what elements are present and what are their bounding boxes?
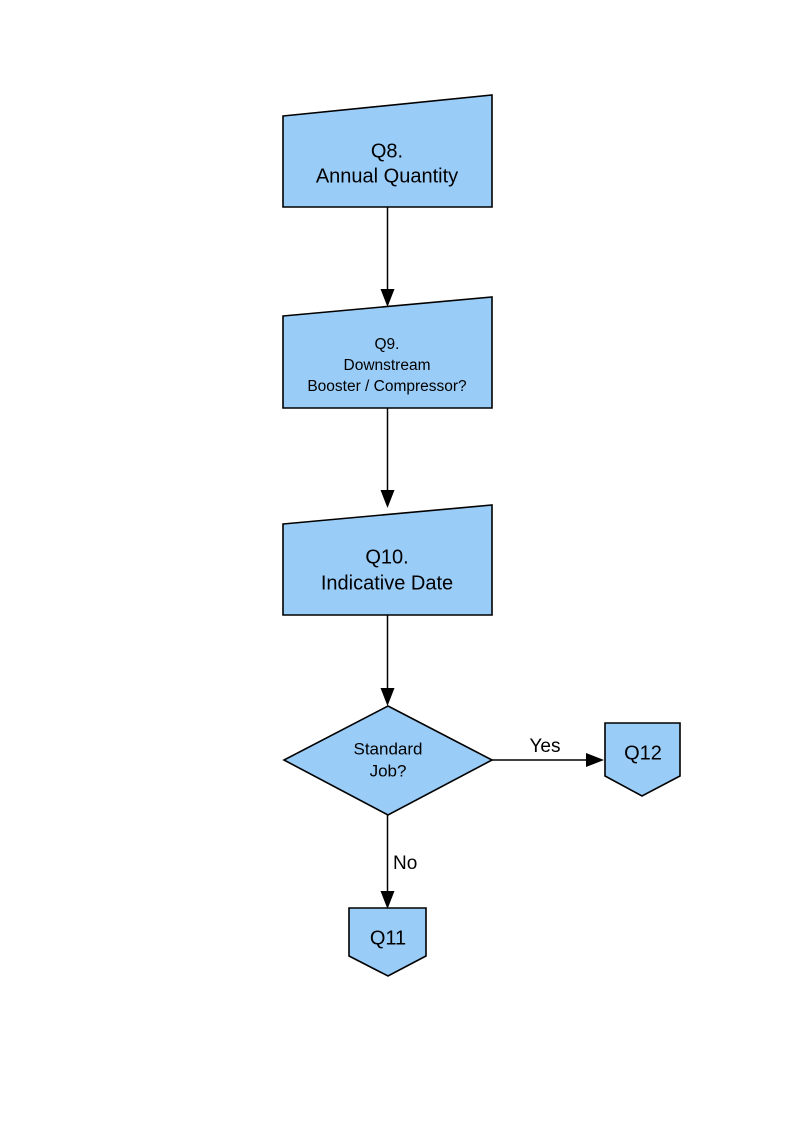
node-q9[interactable]: Q9. Downstream Booster / Compressor?: [282, 296, 493, 409]
node-q9-line2: Downstream: [344, 357, 431, 374]
edge-q8-q9: [380, 207, 395, 307]
node-q9-shape[interactable]: [282, 296, 493, 409]
node-q12-shape[interactable]: [604, 722, 681, 797]
arrow-head-decision-q12: [586, 753, 604, 767]
node-q11[interactable]: Q11: [348, 907, 427, 977]
node-decision-line1: Standard: [354, 739, 423, 758]
node-q8[interactable]: Q8. Annual Quantity: [282, 94, 493, 208]
node-q12[interactable]: Q12: [604, 722, 681, 797]
node-q8-line2: Annual Quantity: [316, 165, 458, 187]
node-q10[interactable]: Q10. Indicative Date: [282, 504, 493, 616]
node-q9-line1: Q9.: [375, 336, 400, 353]
node-q8-shape[interactable]: [282, 94, 493, 208]
node-decision-line2: Job?: [370, 761, 407, 780]
node-q12-label: Q12: [624, 742, 662, 764]
arrow-head-q10-decision: [380, 688, 395, 706]
edge-q9-q10: [380, 408, 395, 508]
node-decision-shape[interactable]: [282, 705, 494, 816]
edge-label-no: No: [393, 853, 417, 874]
arrow-head-decision-q11: [380, 891, 395, 909]
node-q8-line1: Q8.: [371, 140, 403, 162]
node-decision-standard-job[interactable]: Standard Job?: [282, 705, 494, 816]
node-q9-line3: Booster / Compressor?: [307, 378, 467, 395]
edge-label-yes: Yes: [530, 736, 561, 757]
edge-decision-q12: Yes: [492, 736, 604, 767]
node-q11-shape[interactable]: [348, 907, 427, 977]
node-q11-label: Q11: [370, 927, 406, 949]
node-q10-line1: Q10.: [365, 546, 408, 568]
edge-q10-decision: [380, 615, 395, 706]
arrow-head-q8-q9: [380, 289, 395, 307]
edge-decision-q11: No: [380, 815, 417, 909]
arrow-head-q9-q10: [380, 490, 395, 508]
node-q10-shape[interactable]: [282, 504, 493, 616]
node-q10-line2: Indicative Date: [321, 572, 453, 594]
